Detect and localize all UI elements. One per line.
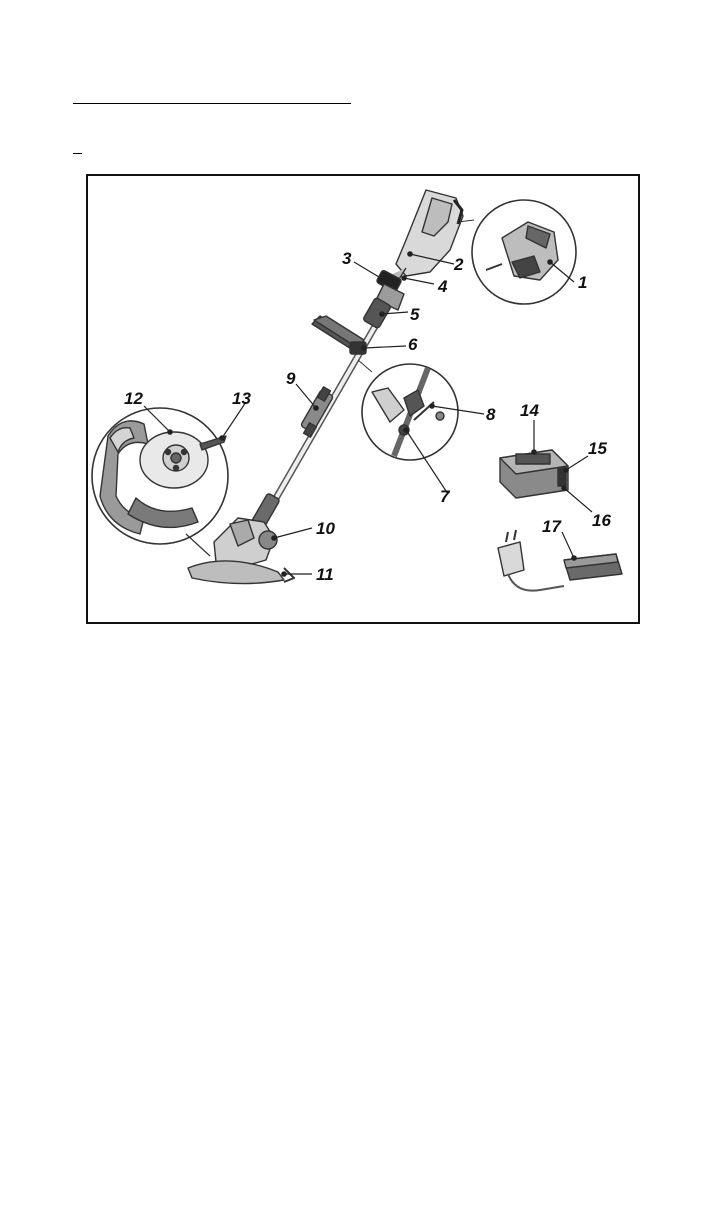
callout-1: 1 xyxy=(578,273,587,292)
callout-4: 4 xyxy=(437,277,448,296)
callout-5: 5 xyxy=(410,305,420,324)
callout-2: 2 xyxy=(453,255,464,274)
callout-8: 8 xyxy=(486,405,496,424)
callout-10: 10 xyxy=(316,519,335,538)
blade-guard xyxy=(188,561,294,584)
callout-6: 6 xyxy=(408,335,418,354)
callout-17: 17 xyxy=(542,517,562,536)
battery-pack xyxy=(500,450,568,498)
callout-12: 12 xyxy=(124,389,143,408)
heading-underline xyxy=(73,103,351,104)
callout-11: 11 xyxy=(316,565,334,584)
subheading-underline xyxy=(73,153,82,154)
callout-13: 13 xyxy=(232,389,251,408)
callout-16: 16 xyxy=(592,511,611,530)
callout-7: 7 xyxy=(440,487,451,506)
charger xyxy=(498,530,622,591)
callout-15: 15 xyxy=(588,439,607,458)
figure-frame: 1 2 3 4 5 6 7 8 9 10 11 12 13 14 15 16 1… xyxy=(86,174,640,624)
switch-magnifier-inset xyxy=(458,200,576,304)
spool-magnifier-inset xyxy=(92,408,228,556)
trimmer-parts-diagram: 1 2 3 4 5 6 7 8 9 10 11 12 13 14 15 16 1… xyxy=(88,176,638,622)
motor-housing xyxy=(384,190,463,288)
auxiliary-handle xyxy=(312,316,366,354)
handle-magnifier-inset xyxy=(358,360,458,460)
callout-3: 3 xyxy=(342,249,352,268)
callout-14: 14 xyxy=(520,401,539,420)
callout-9: 9 xyxy=(286,369,296,388)
